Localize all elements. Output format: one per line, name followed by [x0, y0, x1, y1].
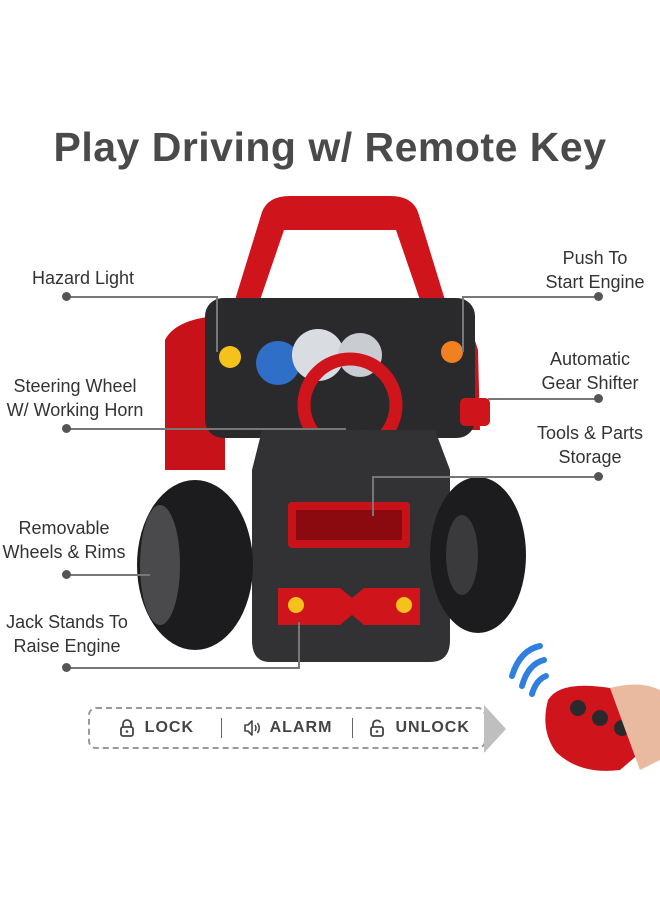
label-push-to-start: Push To Start Engine [545, 248, 645, 292]
steering-hub [328, 388, 372, 432]
alarm-segment: ALARM [220, 718, 353, 738]
gear-leader-h [488, 398, 596, 400]
tools-leader-v [372, 476, 374, 516]
jack-stand-plate [278, 588, 420, 625]
label-removable-wheels: Removable Wheels & Rims [2, 518, 126, 562]
label-jack-stands: Jack Stands To Raise Engine [6, 612, 128, 656]
hazard-light-shape [219, 346, 241, 368]
tools-leader-h [372, 476, 594, 478]
storage-vent-grill [296, 510, 402, 540]
gauge-left [256, 341, 300, 385]
steer-dot [62, 424, 71, 433]
hazard-dot [62, 292, 71, 301]
push-leader-h [462, 296, 597, 298]
jack-dot [62, 663, 71, 672]
label-steering-wheel: Steering Wheel W/ Working Horn [6, 376, 144, 420]
gear-dot [594, 394, 603, 403]
lock-segment: LOCK [90, 718, 221, 738]
start-button-shape [441, 341, 463, 363]
push-leader-v [462, 296, 464, 352]
bar-arrow-shape [484, 705, 506, 753]
wheels-dot [62, 570, 71, 579]
jack-leader-v [298, 622, 300, 669]
push-dot [594, 292, 603, 301]
remote-key-illustration [509, 643, 660, 771]
label-hazard-light: Hazard Light [31, 268, 135, 288]
unlock-segment: UNLOCK [352, 718, 484, 738]
tools-dot [594, 472, 603, 481]
wheels-leader-h [66, 574, 150, 576]
unlock-icon [370, 719, 385, 737]
label-gear-shifter: Automatic Gear Shifter [541, 349, 639, 393]
speaker-icon [243, 720, 260, 736]
lock-icon [119, 719, 134, 737]
remote-features-bar: LOCK ALARM UNLOCK [88, 707, 486, 749]
gear-shifter-shape [460, 398, 490, 426]
hazard-leader-h [66, 296, 216, 298]
handle-shape [235, 196, 445, 300]
steer-leader-h [66, 428, 346, 430]
jack-leader-h [66, 667, 300, 669]
page-title: Play Driving w/ Remote Key [53, 124, 607, 170]
label-tools-storage: Tools & Parts Storage [536, 423, 644, 467]
hazard-leader-v [216, 296, 218, 352]
